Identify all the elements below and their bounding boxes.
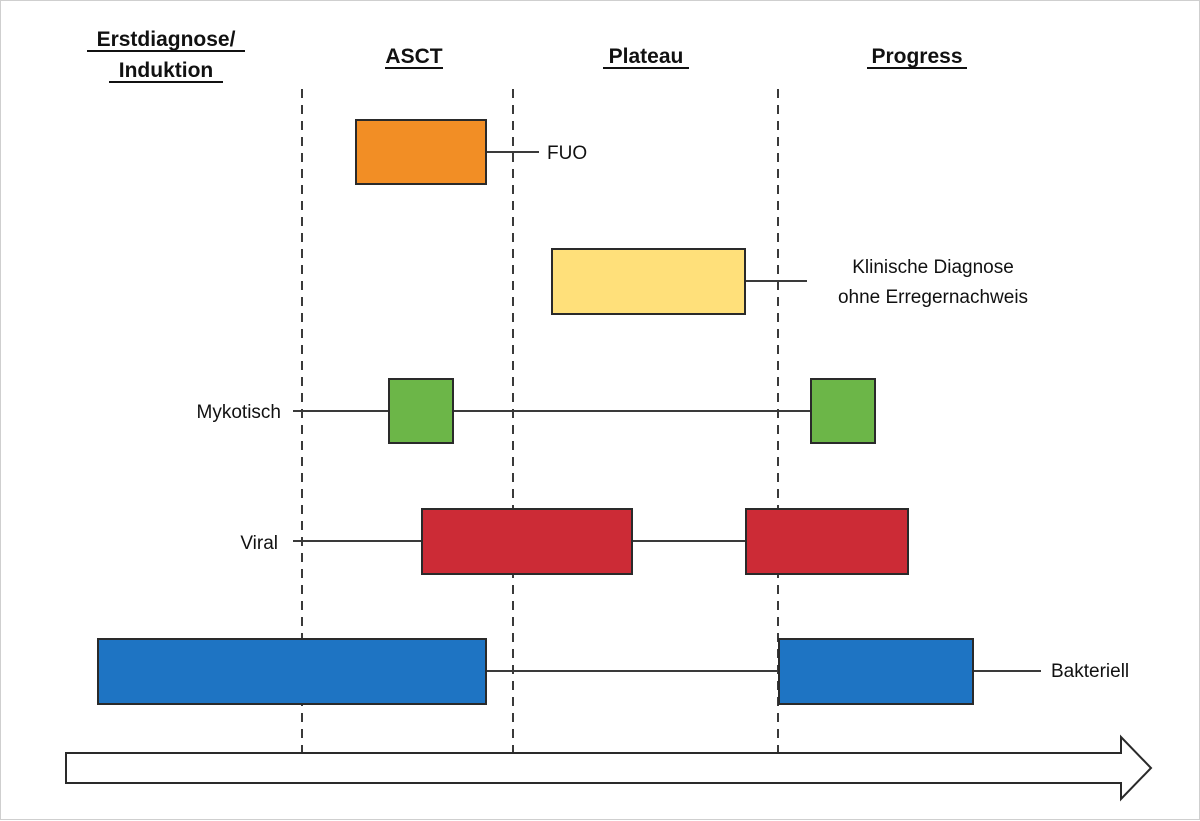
clinical-diagnosis-bar: [551, 248, 746, 315]
viral-label: Viral: [240, 533, 278, 554]
phase-label-progress: Progress: [871, 45, 962, 68]
viral-bar-2: [745, 508, 909, 575]
clinical-diagnosis-label-line2: ohne Erregernachweis: [838, 287, 1028, 308]
bacterial-bar-2: [778, 638, 974, 705]
phase-label-asct: ASCT: [385, 45, 442, 68]
time-arrow: [65, 734, 1153, 802]
phase-label-induction-line1: Erstdiagnose/: [97, 28, 236, 51]
fungal-bar-1: [388, 378, 454, 444]
bacterial-bar-1: [97, 638, 487, 705]
fungal-bar-2: [810, 378, 876, 444]
bacterial-label: Bakteriell: [1051, 661, 1129, 682]
phase-label-induction-line2: Induktion: [119, 59, 213, 82]
viral-bar-1: [421, 508, 633, 575]
clinical-diagnosis-label-line1: Klinische Diagnose: [852, 257, 1014, 278]
fuo-bar: [355, 119, 487, 185]
fuo-label: FUO: [547, 143, 587, 164]
phase-label-plateau: Plateau: [609, 45, 684, 68]
fungal-label: Mykotisch: [197, 402, 281, 423]
